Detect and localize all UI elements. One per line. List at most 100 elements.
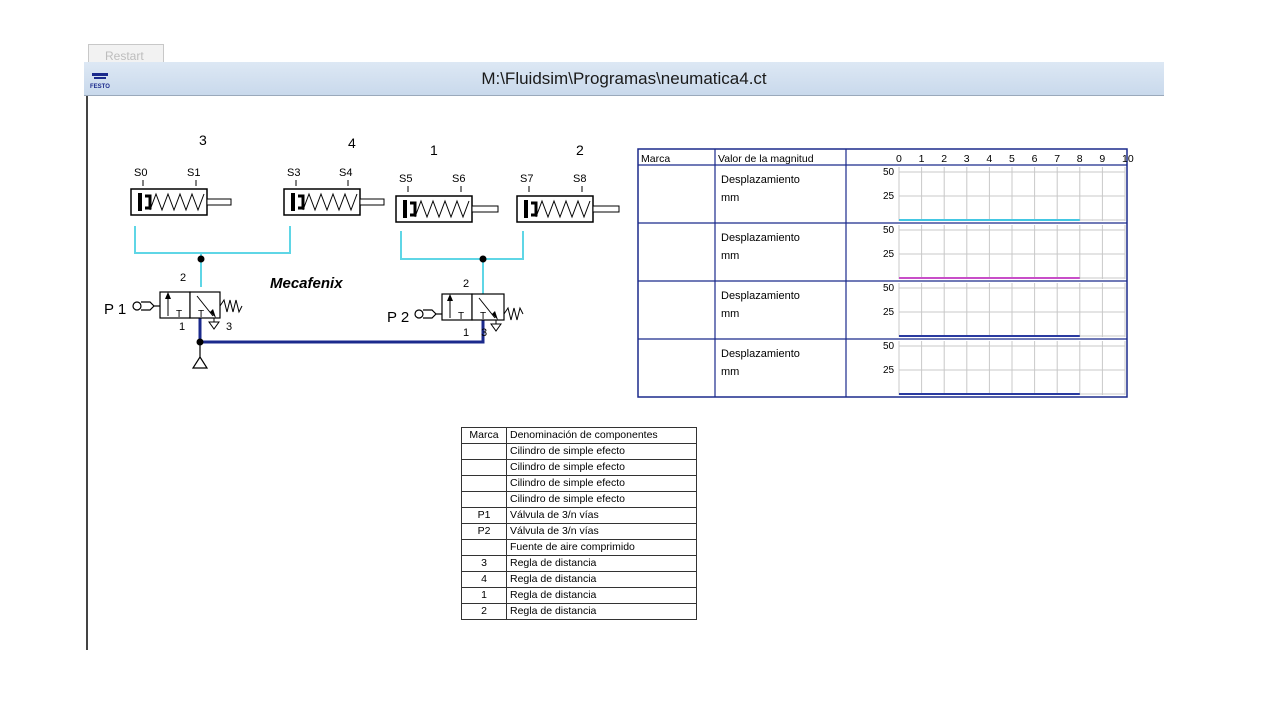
header-quantity: Valor de la magnitud xyxy=(718,153,814,165)
supply-lines xyxy=(198,318,485,344)
exhaust-icon xyxy=(490,323,502,332)
header-component: Denominación de componentes xyxy=(506,427,697,444)
port-label: 2 xyxy=(180,272,186,284)
sensor-label: S1 xyxy=(187,167,200,179)
y-tick-label: 50 xyxy=(883,341,895,352)
row-mark: 3 xyxy=(461,555,507,572)
junction-node-1 xyxy=(197,255,205,263)
unit-label: mm xyxy=(721,250,739,262)
ruler-label-4: 2 xyxy=(576,142,584,158)
table-row: Cilindro de simple efecto xyxy=(461,443,697,460)
row-component: Fuente de aire comprimido xyxy=(506,539,697,556)
time-tick-label: 3 xyxy=(964,153,970,165)
exhaust-icon xyxy=(208,321,220,330)
row-component: Válvula de 3/n vías xyxy=(506,523,697,540)
ruler-label-2: 4 xyxy=(348,135,356,151)
brand-label: Mecafenix xyxy=(270,275,343,292)
table-row: Cilindro de simple efecto xyxy=(461,459,697,476)
row-component: Válvula de 3/n vías xyxy=(506,507,697,524)
table-row: Fuente de aire comprimido xyxy=(461,539,697,556)
quantity-label: Desplazamiento xyxy=(721,348,800,360)
canvas-border xyxy=(86,96,88,650)
junction-node-2 xyxy=(479,255,487,263)
row-mark xyxy=(461,539,507,556)
ruler-label-3: 1 xyxy=(430,142,438,158)
time-tick-label: 2 xyxy=(941,153,947,165)
table-row: Cilindro de simple efecto xyxy=(461,475,697,492)
air-source-icon xyxy=(191,355,209,369)
svg-text:T: T xyxy=(480,311,486,322)
row-component: Cilindro de simple efecto xyxy=(506,459,697,476)
festo-logo-icon: FESTO xyxy=(90,73,110,90)
window-title: M:\Fluidsim\Programas\neumatica4.ct xyxy=(481,69,767,88)
cylinder-2[interactable]: 4 S3 S4 xyxy=(283,135,385,216)
port-label: 1 xyxy=(179,321,185,333)
y-tick-label: 50 xyxy=(883,283,895,294)
sensor-label: S6 xyxy=(452,173,465,185)
y-tick-label: 25 xyxy=(883,307,895,318)
table-row: Cilindro de simple efecto xyxy=(461,491,697,508)
row-mark: 2 xyxy=(461,603,507,620)
ruler-label-1: 3 xyxy=(199,132,207,148)
row-component: Cilindro de simple efecto xyxy=(506,491,697,508)
row-component: Cilindro de simple efecto xyxy=(506,443,697,460)
quantity-label: Desplazamiento xyxy=(721,232,800,244)
row-component: Regla de distancia xyxy=(506,555,697,572)
cylinder-1[interactable]: 3 S0 S1 xyxy=(130,132,232,216)
y-tick-label: 25 xyxy=(883,365,895,376)
valve-mark-p2: P 2 xyxy=(387,309,409,326)
valve-p1[interactable]: P 1 2 1 3 T T xyxy=(104,272,243,333)
sensor-label: S0 xyxy=(134,167,147,179)
time-tick-label: 1 xyxy=(919,153,925,165)
svg-text:T: T xyxy=(176,309,182,320)
unit-label: mm xyxy=(721,308,739,320)
row-mark xyxy=(461,443,507,460)
sensor-label: S4 xyxy=(339,167,352,179)
row-component: Cilindro de simple efecto xyxy=(506,475,697,492)
row-mark xyxy=(461,459,507,476)
row-mark: 4 xyxy=(461,571,507,588)
title-bar: FESTO M:\Fluidsim\Programas\neumatica4.c… xyxy=(84,62,1164,96)
time-tick-label: 0 xyxy=(896,153,902,165)
port-label: 3 xyxy=(481,327,487,339)
y-tick-label: 25 xyxy=(883,249,895,260)
spring-icon xyxy=(219,298,243,314)
valve-p2[interactable]: P 2 2 1 3 T T xyxy=(387,278,524,339)
row-mark xyxy=(461,491,507,508)
header-mark: Marca xyxy=(641,153,670,165)
port-label: 3 xyxy=(226,321,232,333)
sensor-label: S3 xyxy=(287,167,300,179)
time-tick-label: 9 xyxy=(1099,153,1105,165)
time-tick-label: 4 xyxy=(986,153,992,165)
time-tick-label: 8 xyxy=(1077,153,1083,165)
y-tick-label: 50 xyxy=(883,225,895,236)
cylinder-3[interactable]: 1 S5 S6 xyxy=(395,142,499,223)
row-mark: P1 xyxy=(461,507,507,524)
quantity-label: Desplazamiento xyxy=(721,174,800,186)
pushbutton-icon xyxy=(132,301,142,311)
time-tick-label: 7 xyxy=(1054,153,1060,165)
sensor-label: S7 xyxy=(520,173,533,185)
port-label: 1 xyxy=(463,327,469,339)
port-label: 2 xyxy=(463,278,469,290)
valve-mark-p1: P 1 xyxy=(104,301,126,318)
header-mark: Marca xyxy=(461,427,507,444)
row-component: Regla de distancia xyxy=(506,603,697,620)
pneumatic-circuit: 3 S0 S1 4 S3 S4 1 S5 S6 2 xyxy=(104,132,620,369)
time-tick-label: 10 xyxy=(1122,153,1134,165)
row-mark: 1 xyxy=(461,587,507,604)
row-component: Regla de distancia xyxy=(506,587,697,604)
table-header-row: Marca Denominación de componentes xyxy=(461,427,697,444)
sensor-label: S8 xyxy=(573,173,586,185)
time-tick-label: 6 xyxy=(1032,153,1038,165)
cylinder-4[interactable]: 2 S7 S8 xyxy=(516,142,620,223)
y-tick-label: 50 xyxy=(883,167,895,178)
festo-logo-text: FESTO xyxy=(90,84,110,90)
spring-icon xyxy=(503,306,524,321)
